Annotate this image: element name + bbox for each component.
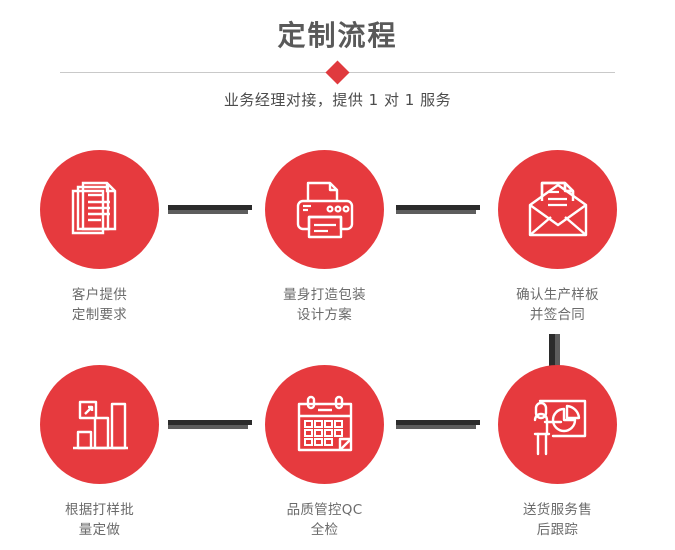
process-row-bottom: 根据打样批 量定做 (0, 365, 675, 550)
step-3-label: 确认生产样板 并签合同 (516, 287, 599, 323)
calendar-icon (297, 395, 352, 451)
step-6-icon-circle (498, 365, 617, 484)
connector-step3-step6 (549, 334, 560, 378)
process-step-5[interactable]: 品质管控QC 全检 (247, 365, 402, 540)
page-title: 定制流程 (277, 19, 398, 52)
connector-bar-light (168, 425, 248, 429)
connector-step4-step5 (168, 420, 252, 430)
connector-bar-light (396, 425, 476, 429)
connector-bar-light (396, 210, 476, 214)
step-4-label: 根据打样批 量定做 (65, 502, 134, 538)
step-5-icon-circle (265, 365, 384, 484)
connector-bar-dark (396, 420, 480, 425)
step-1-icon-circle (40, 150, 159, 269)
process-step-6[interactable]: 送货服务售 后跟踪 (480, 365, 635, 540)
step-2-icon-circle (265, 150, 384, 269)
connector-bar-dark (549, 334, 555, 378)
process-step-3[interactable]: 确认生产样板 并签合同 (480, 150, 635, 325)
step-4-icon-circle (40, 365, 159, 484)
step-5-label: 品质管控QC 全检 (286, 502, 363, 538)
step-3-icon-circle (498, 150, 617, 269)
printer-icon (296, 181, 353, 238)
connector-step2-step3 (396, 205, 480, 215)
diamond-ornament-icon (325, 60, 350, 85)
connector-step1-step2 (168, 205, 252, 215)
bar-chart-growth-icon (72, 400, 128, 449)
documents-stack-icon (71, 181, 116, 234)
presenter-board-icon (533, 399, 586, 455)
process-step-4[interactable]: 根据打样批 量定做 (22, 365, 177, 540)
process-row-top: 客户提供 定制要求 (0, 150, 675, 378)
step-1-label: 客户提供 定制要求 (71, 287, 128, 323)
open-envelope-icon (528, 181, 587, 236)
step-2-label: 量身打造包装 设计方案 (283, 287, 366, 323)
page-subtitle: 业务经理对接，提供 1 对 1 服务 (223, 91, 452, 109)
connector-bar-dark (396, 205, 480, 210)
connector-bar-light (168, 210, 248, 214)
step-6-label: 送货服务售 后跟踪 (523, 502, 592, 538)
connector-step5-step6 (396, 420, 480, 430)
divider (60, 60, 615, 85)
connector-bar-light (555, 334, 560, 376)
process-step-2[interactable]: 量身打造包装 设计方案 (247, 150, 402, 325)
process-flow: 客户提供 定制要求 (0, 150, 675, 550)
connector-bar-dark (168, 205, 252, 210)
connector-bar-dark (168, 420, 252, 425)
process-step-1[interactable]: 客户提供 定制要求 (22, 150, 177, 325)
